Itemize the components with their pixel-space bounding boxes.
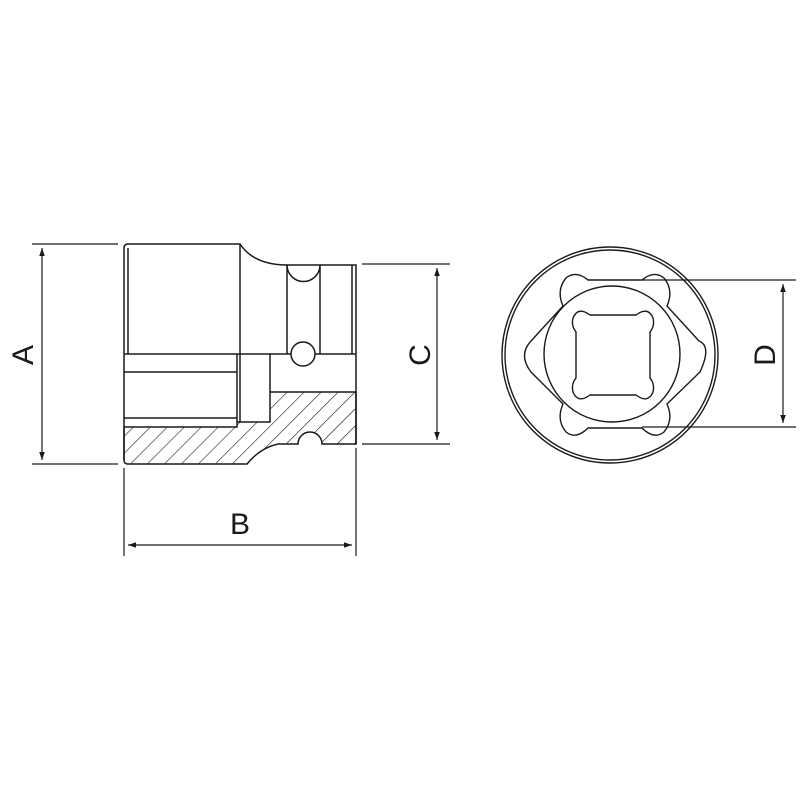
- groove-top: [286, 264, 321, 283]
- dimension-label-c: C: [404, 344, 437, 366]
- dimension-label-a: A: [7, 345, 40, 365]
- front-view: [501, 246, 719, 464]
- dimension-label-d: D: [749, 344, 782, 366]
- dimension-c: [362, 263, 450, 445]
- pin-hole: [290, 341, 316, 367]
- inner-bore-circle: [543, 285, 681, 423]
- outer-circle-inner: [504, 249, 716, 461]
- dimension-a: [32, 243, 118, 465]
- dimension-b: [123, 448, 357, 556]
- hex-opening: [523, 273, 707, 436]
- dimension-label-b: B: [230, 508, 250, 541]
- square-drive: [571, 310, 655, 400]
- dimension-d: [642, 279, 796, 428]
- side-view: [123, 243, 357, 465]
- section-hatch: [123, 391, 357, 465]
- outer-circle: [501, 246, 719, 464]
